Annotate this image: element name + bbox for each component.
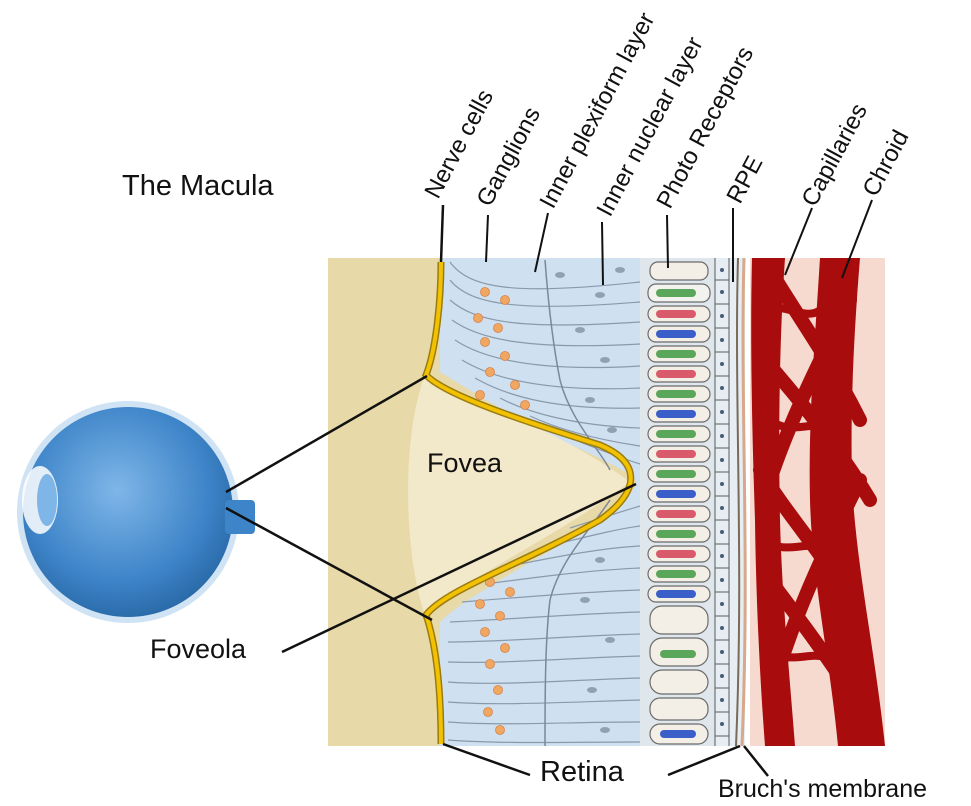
label-retina: Retina (540, 756, 625, 788)
label-fovea: Fovea (427, 448, 503, 478)
retina-pointer-left (443, 744, 530, 775)
label-foveola: Foveola (150, 634, 247, 664)
choroid-layer (750, 258, 885, 746)
bruchs-pointer (744, 746, 768, 776)
diagram-title: The Macula (122, 170, 274, 202)
layer-labels: Nerve cells Ganglions Inner plexiform la… (419, 8, 914, 285)
label-capillaries: Capillaries (796, 99, 872, 211)
eyeball-illustration (20, 404, 255, 620)
label-chroid: Chroid (857, 126, 914, 201)
rpe-layer (715, 258, 745, 746)
label-inner-plexiform-layer: Inner plexiform layer (534, 8, 660, 213)
label-rpe: RPE (721, 152, 768, 208)
photoreceptor-layer (640, 258, 715, 746)
retina-pointer-right (668, 746, 740, 775)
label-bruchs-membrane: Bruch's membrane (718, 775, 927, 803)
